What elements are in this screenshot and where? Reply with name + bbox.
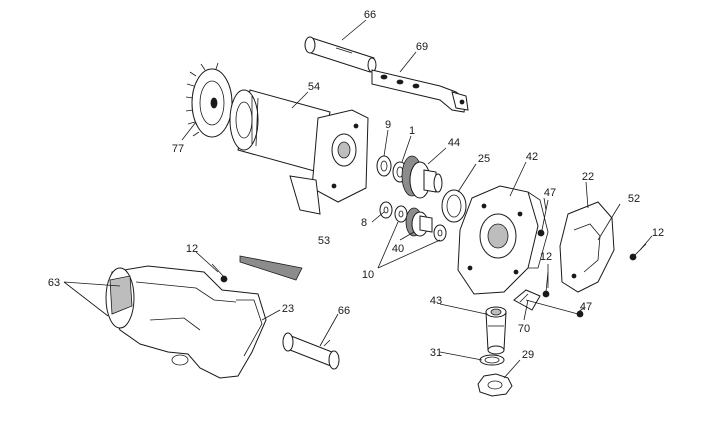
part-43-spindle xyxy=(485,306,507,355)
callout-53: 53 xyxy=(318,235,330,247)
callout-labels: 66 69 54 77 9 1 44 25 42 22 47 52 12 8 4… xyxy=(48,9,664,361)
part-29-nut xyxy=(477,373,513,397)
callout-44: 44 xyxy=(448,137,460,149)
callout-66-bottom: 66 xyxy=(338,305,350,317)
callout-66-top: 66 xyxy=(364,9,376,21)
callout-22: 22 xyxy=(582,171,594,183)
callout-25: 25 xyxy=(478,153,490,165)
callout-8: 8 xyxy=(361,217,367,229)
leader-lines xyxy=(63,19,653,379)
callout-77: 77 xyxy=(172,143,184,155)
part-8-washer xyxy=(379,201,393,219)
callout-42: 42 xyxy=(526,151,538,163)
part-10-washer-b xyxy=(433,224,447,242)
part-53-decal xyxy=(239,255,303,281)
callout-47-bottom: 47 xyxy=(580,301,592,313)
callout-10: 10 xyxy=(362,269,374,281)
part-9-washer xyxy=(376,155,392,177)
callout-63: 63 xyxy=(48,277,60,289)
part-54-motor xyxy=(229,89,369,215)
part-25-gasket-ring xyxy=(441,189,467,223)
callout-12-right: 12 xyxy=(652,227,664,239)
callout-70: 70 xyxy=(518,323,530,335)
callout-29: 29 xyxy=(522,349,534,361)
part-42-gearbox-housing xyxy=(457,185,549,295)
part-44-gear-shaft xyxy=(401,155,443,199)
part-69-handle-bar xyxy=(371,69,469,113)
callout-47-top: 47 xyxy=(544,187,556,199)
part-23-shroud xyxy=(105,265,267,379)
part-22-cover xyxy=(559,201,615,293)
callout-12-mid: 12 xyxy=(540,251,552,263)
part-66-top-handle xyxy=(304,36,377,73)
callout-40: 40 xyxy=(392,243,404,255)
callout-23: 23 xyxy=(282,303,294,315)
callout-54: 54 xyxy=(308,81,320,93)
part-31-ring xyxy=(479,354,505,366)
part-12-left-screw xyxy=(211,263,228,283)
part-10-washer-a xyxy=(394,205,408,223)
callout-43: 43 xyxy=(430,295,442,307)
callout-69: 69 xyxy=(416,41,428,53)
part-66-bottom-handle xyxy=(282,332,340,370)
part-47-top-bolt xyxy=(537,199,549,237)
callout-9: 9 xyxy=(385,119,391,131)
callout-1: 1 xyxy=(409,125,415,137)
callout-31: 31 xyxy=(430,347,442,359)
part-40-gear xyxy=(405,207,433,237)
part-47-bottom-bolt xyxy=(525,299,584,318)
callout-12-left: 12 xyxy=(186,243,198,255)
callout-52: 52 xyxy=(628,193,640,205)
